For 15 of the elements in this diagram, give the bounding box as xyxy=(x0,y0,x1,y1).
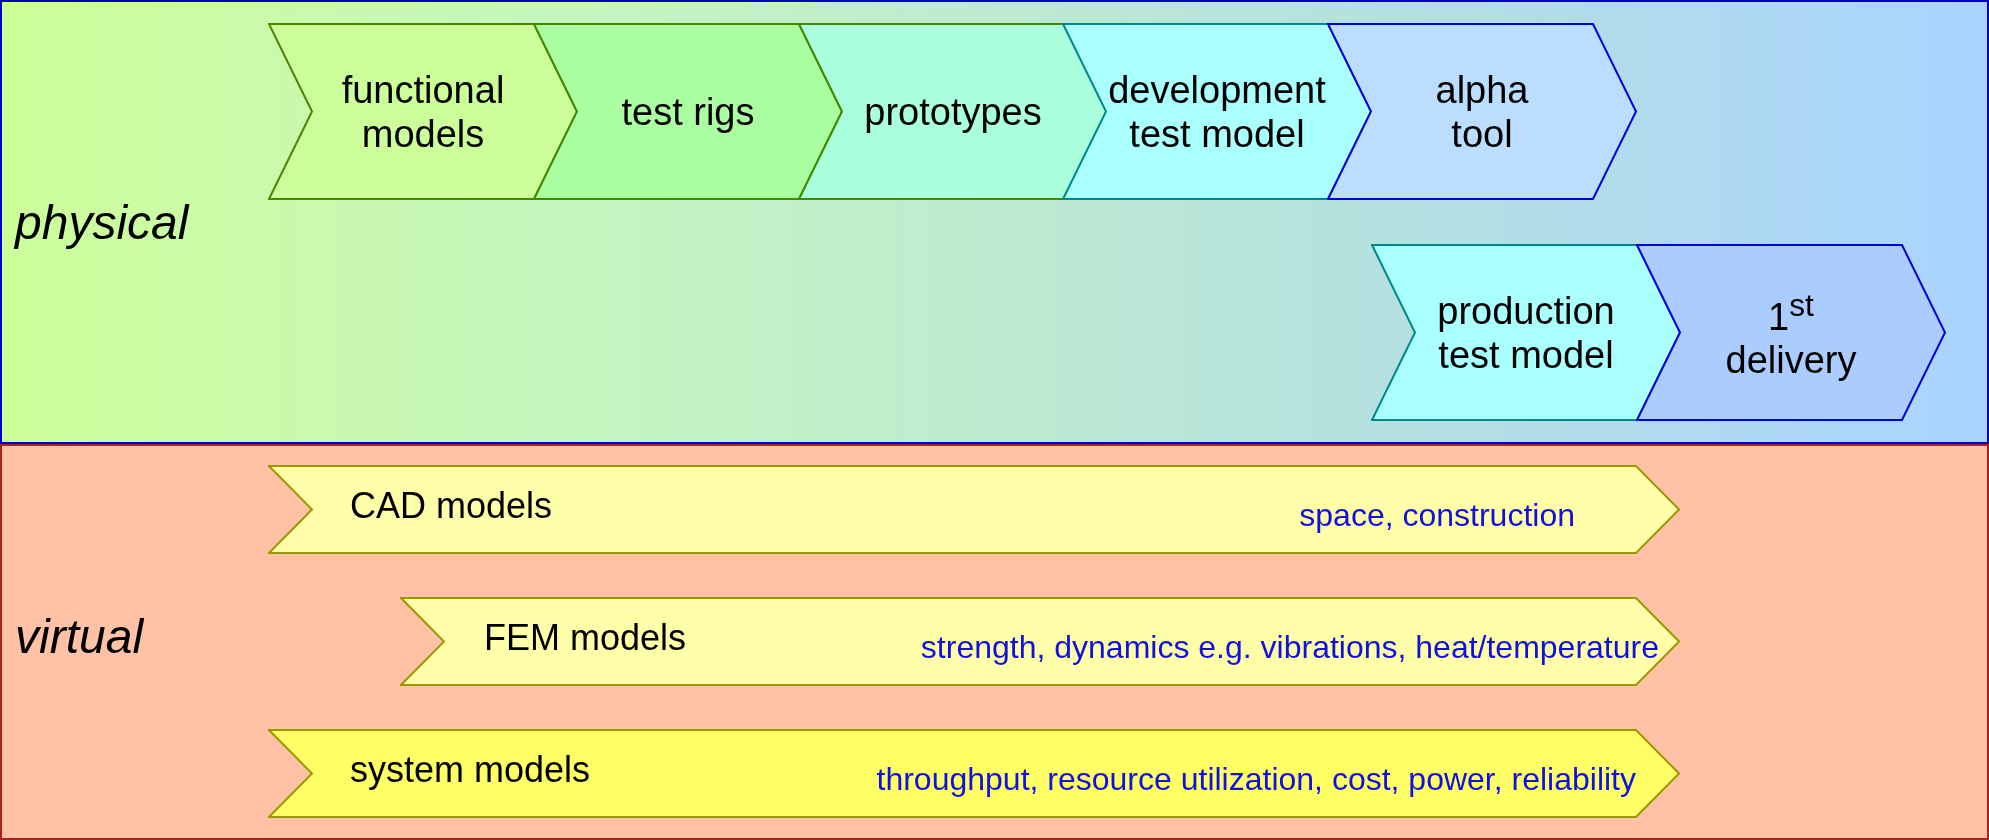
band-label: physical xyxy=(15,195,189,250)
step-label: 1$^{st}$ delivery xyxy=(1724,285,1858,383)
step-label: alpha tool xyxy=(1434,67,1530,156)
model-description: throughput, resource utilization, cost, power, reliability xyxy=(876,761,1636,798)
step-label: functional models xyxy=(340,67,506,156)
model-description: strength, dynamics e.g. vibrations, heat/temperature xyxy=(920,629,1659,666)
band-label: virtual xyxy=(15,609,144,664)
model-label: FEM models xyxy=(484,617,687,659)
model-label: CAD models xyxy=(350,485,553,527)
step-label: test rigs xyxy=(621,89,755,134)
model-label: system models xyxy=(350,749,591,791)
model-description: space, construction xyxy=(1299,497,1575,534)
step-label: production test model xyxy=(1436,288,1616,377)
step-label: prototypes xyxy=(864,89,1042,134)
step-label: development test model xyxy=(1108,67,1326,156)
